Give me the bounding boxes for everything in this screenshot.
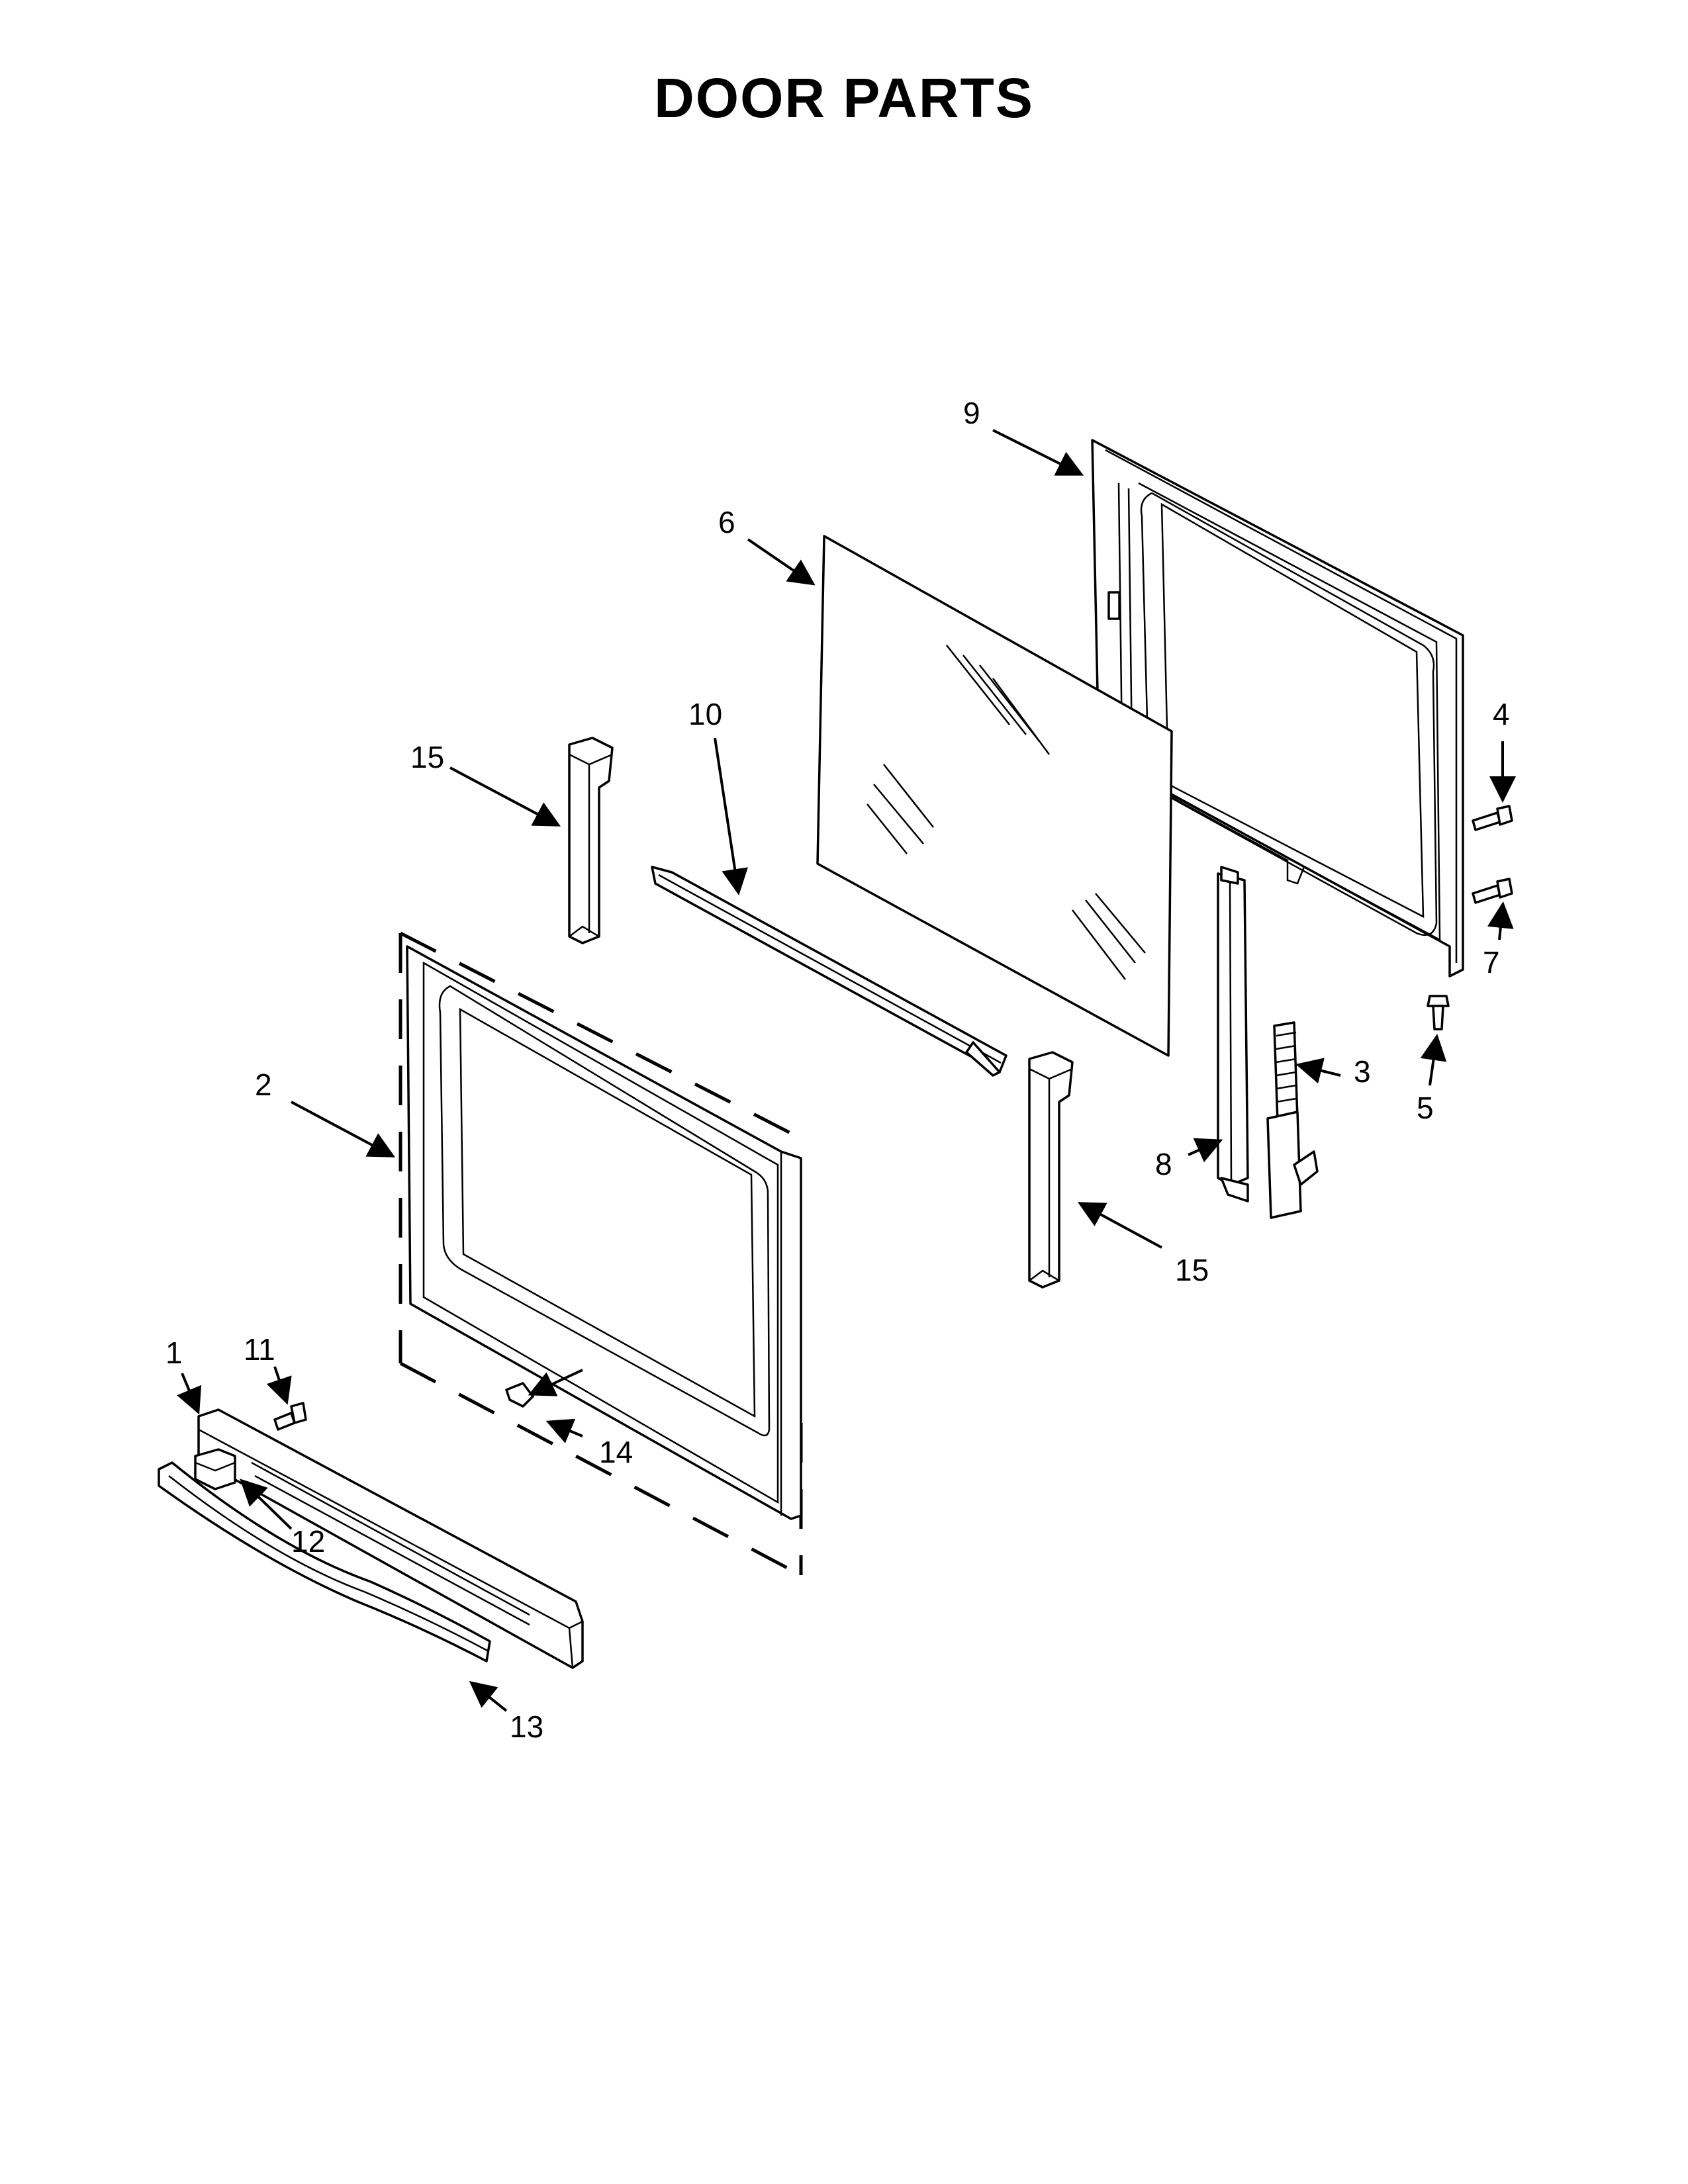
callout-15-right: 15	[1175, 1253, 1209, 1287]
leader-14b	[528, 1369, 583, 1396]
callout-14: 14	[599, 1435, 633, 1469]
part-7-screw	[1472, 878, 1513, 904]
part-12-end-cap	[194, 1448, 236, 1490]
leader-3	[1295, 1058, 1341, 1084]
part-8-hinge-bracket	[1217, 866, 1249, 1203]
callout-4: 4	[1493, 697, 1510, 731]
leader-15b	[1077, 1202, 1162, 1249]
leader-15a	[449, 766, 561, 827]
leader-10	[714, 737, 748, 895]
callout-10: 10	[688, 697, 722, 731]
callout-12: 12	[291, 1524, 325, 1559]
callout-5: 5	[1417, 1091, 1434, 1125]
callout-11: 11	[244, 1332, 275, 1367]
leader-13	[469, 1681, 508, 1712]
part-2-outer-door-panel	[399, 931, 803, 1577]
part-10-insulation-strip	[651, 866, 1008, 1077]
leader-12	[240, 1479, 293, 1530]
page-title: DOOR PARTS	[654, 67, 1034, 129]
callout-6: 6	[718, 505, 735, 539]
callout-13: 13	[510, 1709, 543, 1744]
callout-3: 3	[1354, 1054, 1371, 1089]
callout-15-left: 15	[410, 740, 444, 774]
callout-7: 7	[1483, 945, 1500, 979]
part-4-screw	[1472, 805, 1513, 831]
part-15-spacer-left	[568, 737, 614, 944]
leader-7	[1487, 901, 1514, 940]
part-11-screw	[273, 1402, 307, 1431]
part-3-hinge	[1266, 1021, 1319, 1219]
part-15-spacer-right	[1028, 1051, 1074, 1289]
leader-8	[1188, 1138, 1223, 1163]
part-9-inner-door-frame	[1091, 439, 1464, 978]
part-6-glass-pane	[816, 535, 1173, 1057]
leader-9	[992, 429, 1084, 476]
callout-labels: 9 6 10 15 4 7 5 3 8 2 15 11 1 14 12 13	[165, 396, 1510, 1744]
callout-8: 8	[1155, 1147, 1172, 1181]
part-5-screw	[1427, 995, 1450, 1030]
part-13-handle	[158, 1461, 491, 1662]
leader-14a	[545, 1418, 583, 1443]
leader-2	[291, 1101, 396, 1158]
leader-lines	[177, 429, 1516, 1712]
callout-1: 1	[165, 1336, 183, 1370]
callout-9: 9	[963, 396, 980, 430]
leader-11	[266, 1366, 292, 1405]
leader-6	[747, 538, 816, 586]
leader-5	[1420, 1034, 1447, 1086]
leader-1	[177, 1373, 202, 1415]
callout-2: 2	[255, 1068, 272, 1102]
